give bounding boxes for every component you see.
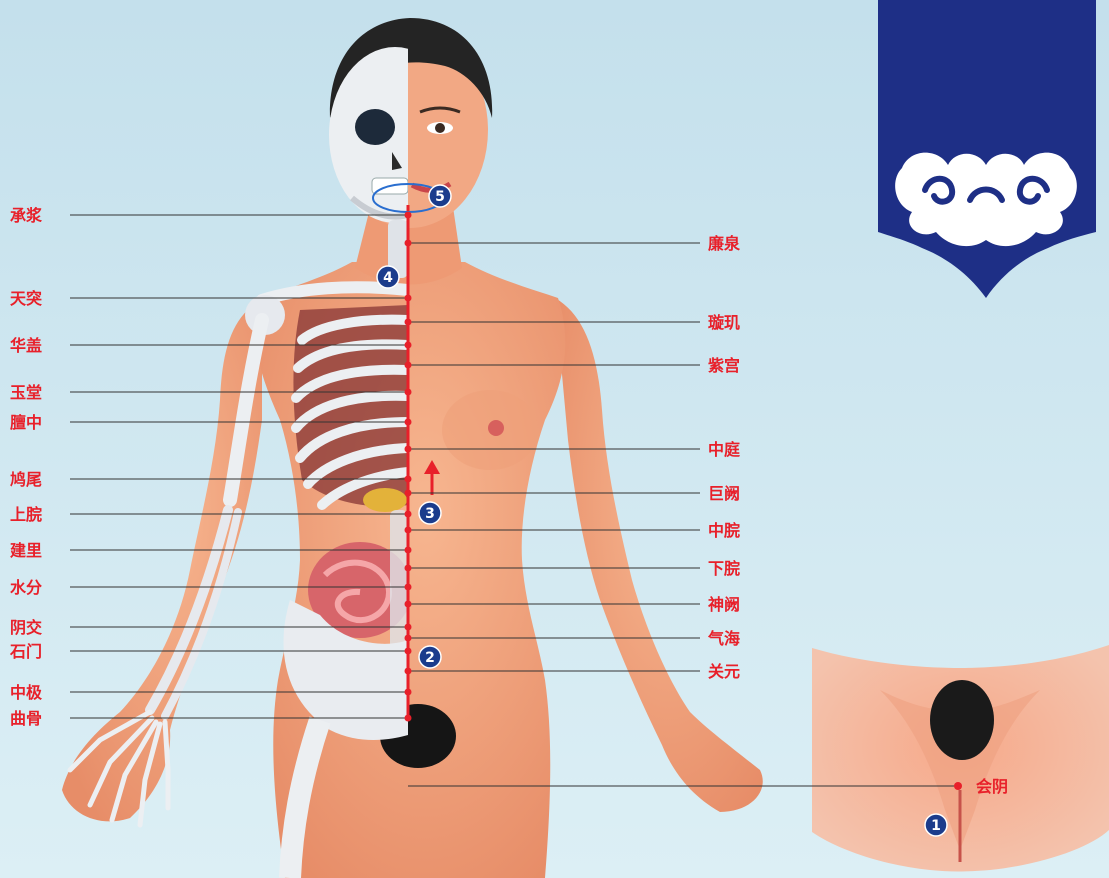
acupoint-dot-xuanji: [405, 319, 412, 326]
nipple: [488, 420, 504, 436]
acupoint-dot-yinjiao: [405, 624, 412, 631]
acupoint-dot-shimen: [405, 648, 412, 655]
acupoint-label-zhongji: 中极: [10, 683, 43, 702]
acupoint-label-zhongting: 中庭: [708, 440, 740, 459]
acupoint-dot-qihai: [405, 635, 412, 642]
acupoint-dot-zhongwan: [405, 527, 412, 534]
svg-text:5: 5: [435, 189, 445, 205]
acupoint-label-yinjiao: 阴交: [10, 618, 42, 637]
inset-pubic-region: [930, 680, 994, 760]
acupoint-dot-jiuwei: [405, 476, 412, 483]
svg-text:4: 4: [383, 270, 393, 286]
acupoint-dot-zigong: [405, 362, 412, 369]
acupoint-label-danzhong: 膻中: [10, 413, 42, 432]
section-marker-5: 5: [429, 185, 451, 207]
acupoint-label-xiawan: 下脘: [708, 559, 740, 578]
acupoint-label-zigong: 紫宫: [708, 356, 740, 375]
acupoint-dot-lianquan: [405, 240, 412, 247]
acupoint-dot-zhongji: [405, 689, 412, 696]
acupoint-label-shenque: 神阙: [708, 595, 740, 614]
acupoint-label-jiuwei: 鸠尾: [10, 470, 42, 489]
acupoint-label-qihai: 气海: [707, 629, 740, 648]
perineum-inset: [812, 645, 1109, 872]
svg-text:1: 1: [931, 818, 941, 834]
acupoint-label-huagai: 华盖: [10, 336, 42, 355]
acupoint-dot-tiantu: [405, 295, 412, 302]
acupoint-label-shimen: 石门: [9, 642, 42, 661]
acupoint-dot-huagai: [405, 342, 412, 349]
acupoint-dot-shangwan: [405, 511, 412, 518]
acupoint-dot-zhongting: [405, 446, 412, 453]
cloud-scroll-icon: [895, 153, 1077, 247]
acupoint-label-qugu: 曲骨: [10, 709, 42, 728]
acupoint-label-guanyuan: 关元: [708, 662, 740, 681]
acupoint-label-jianli: 建里: [10, 541, 42, 560]
acupoint-label-shuifen: 水分: [10, 578, 42, 597]
acupoint-label-zhongwan: 中脘: [708, 521, 740, 540]
section-marker-4: 4: [377, 266, 399, 288]
acupoint-dot-danzhong: [405, 419, 412, 426]
acupoint-dot-shenque: [405, 601, 412, 608]
acupoint-dot-yutang: [405, 389, 412, 396]
acupoint-label-yutang: 玉堂: [10, 383, 42, 402]
acupoint-dot-huiyin: [954, 782, 962, 790]
acupoint-label-tiantu: 天突: [10, 289, 42, 308]
section-marker-1: 1: [925, 814, 947, 836]
section-marker-3: 3: [419, 502, 441, 524]
acupoint-label-chengjiang: 承浆: [10, 206, 43, 225]
acupoint-label-lianquan: 廉泉: [708, 234, 741, 253]
acupoint-dot-qugu: [405, 715, 412, 722]
acupoint-dot-xiawan: [405, 565, 412, 572]
acupoint-label-juque: 巨阙: [708, 484, 740, 503]
acupoint-label-xuanji: 璇玑: [708, 313, 740, 332]
section-marker-2: 2: [419, 646, 441, 668]
acupoint-dot-juque: [405, 490, 412, 497]
acupoint-label-huiyin: 会阴: [976, 777, 1008, 796]
acupoint-dot-chengjiang: [405, 212, 412, 219]
acupoint-dot-shuifen: [405, 584, 412, 591]
svg-text:3: 3: [425, 506, 435, 522]
acupoint-label-shangwan: 上脘: [10, 505, 42, 524]
acupoint-dot-jianli: [405, 547, 412, 554]
acupoint-dot-guanyuan: [405, 668, 412, 675]
svg-text:2: 2: [425, 650, 435, 666]
